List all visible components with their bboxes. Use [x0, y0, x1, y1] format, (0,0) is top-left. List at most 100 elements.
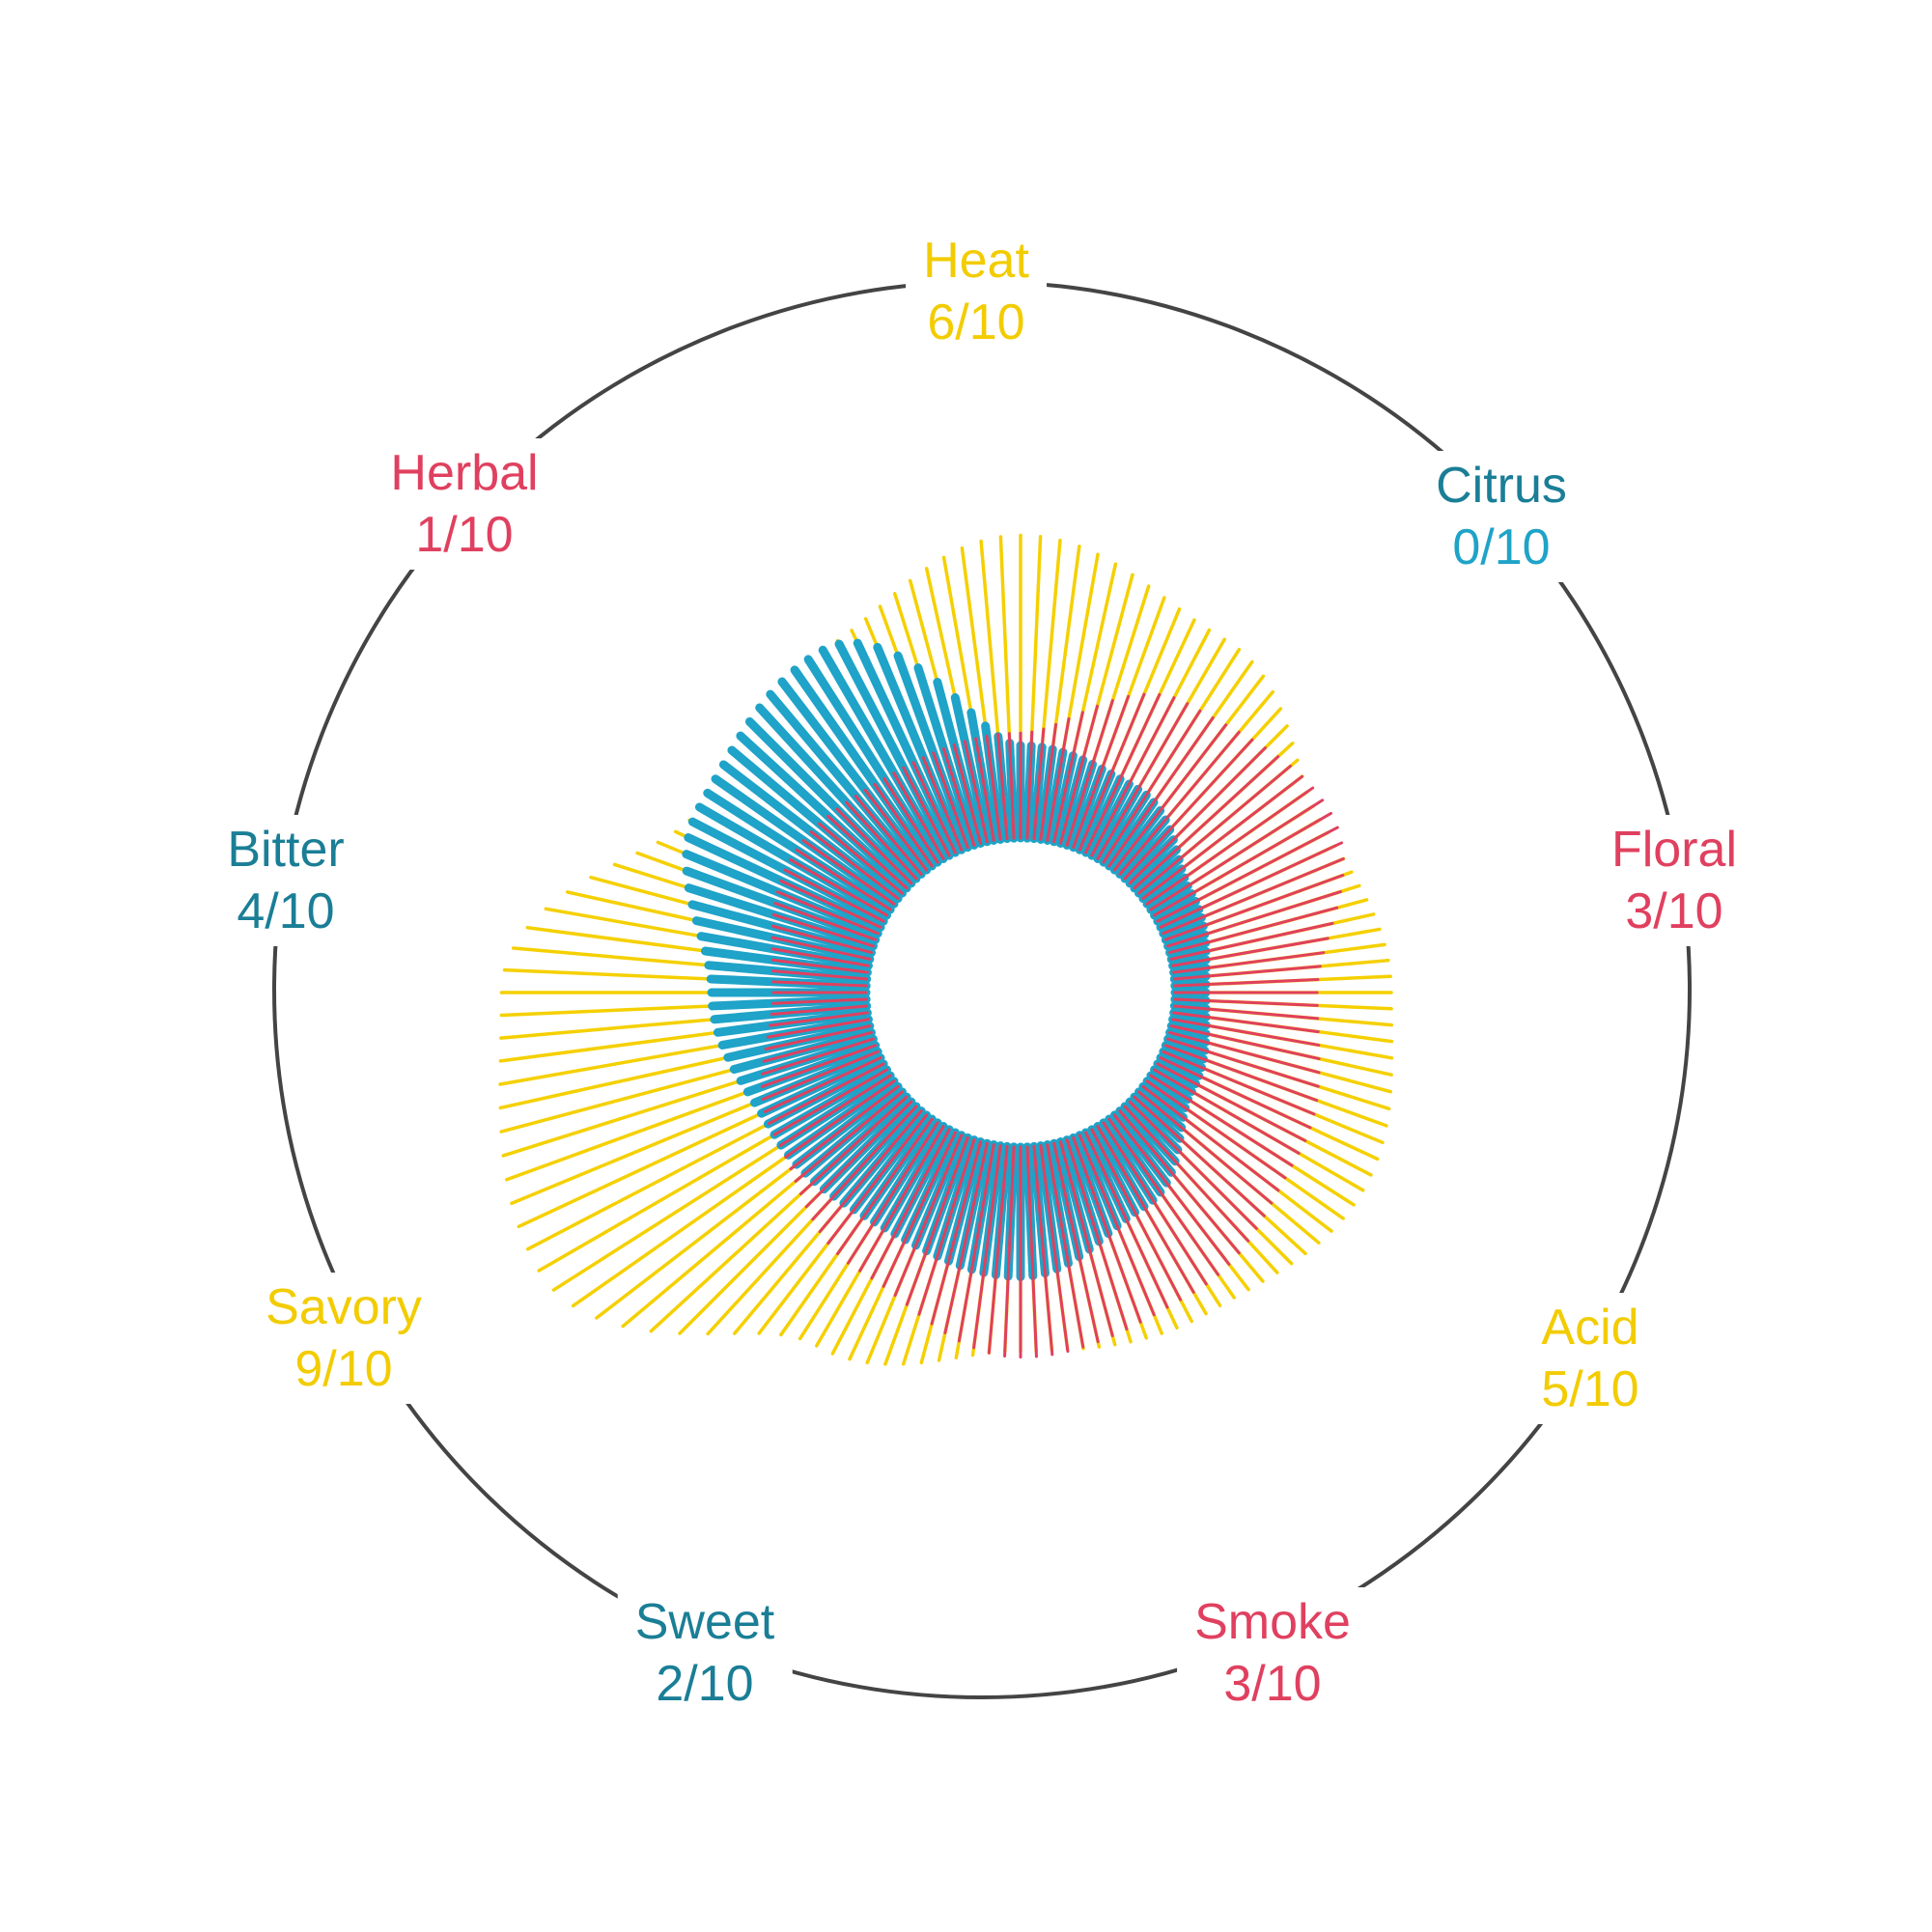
red-spike [987, 1144, 1009, 1355]
red-spike [789, 1084, 900, 1171]
red-spike [1133, 1095, 1266, 1218]
red-spike [1162, 857, 1345, 936]
red-spike [1172, 965, 1322, 981]
red-spike [783, 868, 885, 923]
red-spike [1072, 694, 1131, 850]
red-spike [1166, 1037, 1320, 1088]
red-spike [761, 1037, 875, 1076]
red-spike [761, 1050, 880, 1102]
red-spike [1112, 1113, 1231, 1266]
red-spike [1171, 937, 1330, 967]
red-spike [770, 924, 873, 955]
red-spike [1166, 890, 1342, 948]
red-spike [770, 1004, 869, 1017]
red-spike [784, 1079, 896, 1159]
red-spike [798, 1095, 909, 1196]
red-spike [932, 751, 969, 850]
red-spike [1025, 730, 1034, 840]
category-score: 0/10 [1452, 519, 1551, 575]
red-spike [1072, 1135, 1142, 1324]
red-spike [826, 814, 909, 890]
red-spike [974, 737, 995, 842]
red-spike [1084, 1131, 1169, 1309]
red-spike [1118, 730, 1241, 876]
red-spike [760, 1044, 878, 1088]
red-spike [1032, 727, 1046, 841]
red-spike [1065, 1138, 1129, 1331]
red-spike [892, 771, 945, 860]
red-spike [1058, 1140, 1114, 1337]
red-spike [1052, 711, 1084, 844]
red-spike [1168, 1030, 1321, 1075]
red-spike [770, 936, 872, 961]
red-spike [1169, 921, 1334, 961]
red-spike [1145, 1079, 1287, 1180]
red-spike [826, 1113, 929, 1246]
red-spike [996, 733, 1009, 841]
category-score: 1/10 [415, 507, 514, 563]
red-spike [769, 1011, 869, 1027]
red-spike [921, 756, 964, 852]
red-spike [854, 795, 923, 876]
red-spike [804, 1100, 913, 1209]
red-spike [794, 1090, 904, 1183]
red-spike [1078, 1134, 1156, 1317]
red-spike [1169, 1024, 1321, 1061]
red-spike [1107, 1117, 1220, 1276]
red-spike [1039, 722, 1058, 841]
red-spike [836, 1117, 934, 1256]
red-spike [767, 1062, 885, 1126]
category-name: Heat [923, 233, 1029, 289]
red-spike [811, 1105, 918, 1221]
red-spike [1090, 1128, 1183, 1302]
red-spike [863, 788, 929, 872]
red-spike [917, 1138, 976, 1316]
red-spike [1065, 699, 1114, 847]
red-spike [766, 1018, 870, 1039]
red-spike [1172, 1011, 1320, 1034]
red-spike [1096, 1125, 1195, 1294]
red-spike [773, 902, 878, 941]
red-spike [764, 1056, 882, 1113]
red-spike [1141, 774, 1304, 901]
red-spike [1156, 1062, 1307, 1142]
red-spike [1149, 1074, 1294, 1167]
red-spike [902, 766, 951, 857]
red-spike [858, 1125, 945, 1273]
red-spike [1172, 1004, 1320, 1021]
category-name: Acid [1541, 1300, 1639, 1356]
label-herbal: Herbal 1/10 [373, 438, 556, 570]
red-spike [1173, 997, 1319, 1007]
category-name: Savory [266, 1279, 422, 1335]
red-spike [882, 1131, 957, 1288]
red-spike [1123, 1105, 1250, 1243]
red-spike [1025, 1145, 1038, 1358]
red-spike [1032, 1144, 1054, 1357]
red-spike [1153, 811, 1332, 917]
red-spike [893, 1134, 964, 1298]
red-spike [1163, 874, 1345, 941]
red-spike [789, 857, 888, 917]
red-spike [1107, 715, 1215, 868]
red-spike [1039, 1144, 1070, 1354]
red-spike [911, 761, 957, 854]
red-spike [957, 1143, 995, 1343]
red-spike [1159, 841, 1344, 929]
red-spike [1128, 746, 1267, 885]
red-spike [1003, 1145, 1016, 1358]
red-spike [771, 997, 868, 1005]
red-spike [1163, 1044, 1319, 1103]
red-spike [1084, 692, 1162, 854]
red-spike [972, 1144, 1002, 1350]
red-spike [1173, 978, 1320, 988]
category-name: Herbal [390, 445, 539, 501]
red-spike [882, 777, 939, 864]
red-spike [1052, 1141, 1100, 1344]
red-spike [952, 742, 983, 845]
category-score: 6/10 [927, 294, 1025, 350]
